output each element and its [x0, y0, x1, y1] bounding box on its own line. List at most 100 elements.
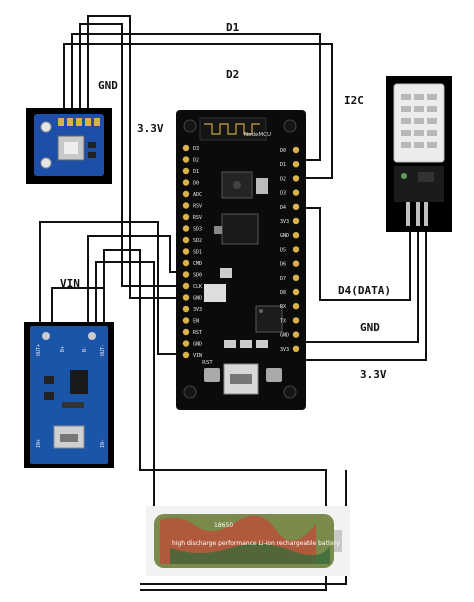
label-d4-data: D4(DATA)	[338, 284, 391, 297]
mcu-pin-label-left-13: GND	[193, 296, 202, 302]
mcu-pin-left-18	[182, 351, 190, 359]
mcu-pin-right-0	[292, 146, 300, 154]
mcu-pin-right-10	[292, 288, 300, 296]
mcu-pin-label-left-17: GND	[193, 342, 202, 348]
mcu-pin-right-3	[292, 189, 300, 196]
wire-bmp-gnd	[87, 15, 185, 299]
mcu-pin-label-left-14: 3V3	[193, 307, 202, 313]
battery: high discharge performance Li-ion rechar…	[146, 506, 350, 576]
mcu-pin-label-left-5: RSV	[193, 204, 202, 210]
wire-b-plus	[51, 287, 104, 330]
mcu-pin-right-13	[292, 331, 300, 338]
mcu-pin-right-1	[292, 161, 300, 168]
mcu-pin-left-8	[182, 236, 190, 244]
wire-dht-3v3	[302, 226, 427, 361]
mcu-pin-label-right-13: GND	[280, 333, 289, 339]
label-d1: D1	[226, 21, 240, 34]
charger-in-minus-label: IN-	[100, 439, 106, 448]
mcu-pin-label-left-12: CLK	[193, 284, 202, 290]
mcu-pin-label-right-8: D6	[280, 262, 286, 268]
mcu-pin-right-8	[292, 260, 300, 267]
mcu-pin-label-left-7: SD3	[193, 227, 202, 233]
mcu-pin-label-right-0: D0	[280, 148, 286, 154]
mcu-pin-label-right-5: 3V3	[280, 219, 289, 225]
mcu-pin-label-left-16: RST	[193, 330, 202, 336]
mcu-pin-left-6	[182, 213, 190, 221]
mcu-pin-left-10	[182, 259, 190, 267]
wire-dht-gnd	[302, 226, 419, 343]
mcu-pin-right-6	[292, 232, 300, 239]
battery-brand: 18650	[214, 522, 233, 529]
mcu-pin-left-9	[182, 248, 190, 255]
mcu-pin-label-right-7: D5	[280, 247, 286, 253]
charger-b-minus-label: B-	[82, 346, 88, 352]
wire-vin	[39, 221, 185, 355]
bmp-sensor-module	[26, 108, 112, 184]
mcu-pin-label-left-0: D3	[193, 146, 199, 152]
mcu-pin-left-2	[182, 167, 190, 175]
mcu-chip-label: NodeMCU	[244, 132, 271, 138]
wires	[39, 15, 427, 591]
mcu-pin-left-15	[182, 317, 190, 324]
mcu-pin-right-12	[292, 317, 300, 324]
mcu-pin-label-left-2: D1	[193, 169, 199, 175]
charger-module: OUT+ B+ B- OUT- IN+ IN-	[24, 322, 114, 468]
label-vin: VIN	[60, 277, 80, 290]
mcu-pin-right-9	[292, 274, 300, 281]
mcu-pin-label-left-10: CMD	[193, 261, 202, 267]
charger-in-plus-label: IN+	[36, 439, 42, 448]
label-gnd-right: GND	[360, 321, 380, 334]
mcu-pin-left-16	[182, 328, 190, 336]
mcu-pin-label-right-9: D7	[280, 276, 286, 282]
battery-label: high discharge performance Li-ion rechar…	[172, 540, 340, 547]
mcu-pin-left-4	[182, 190, 190, 198]
wire-batt-neg	[103, 249, 327, 508]
label-i2c: I2C	[344, 94, 364, 107]
mcu-pin-label-left-6: RSV	[193, 215, 202, 221]
mcu-pin-right-14	[292, 345, 300, 352]
mcu-pin-label-left-4: ADC	[193, 192, 202, 198]
mcu-pin-right-7	[292, 246, 300, 253]
mcu-pin-left-3	[182, 179, 190, 186]
mcu-pin-left-14	[182, 305, 190, 313]
mcu-pin-right-2	[292, 175, 300, 182]
mcu-pin-left-5	[182, 202, 190, 209]
mcu-pin-label-left-8: SD2	[193, 238, 202, 244]
mcu-pin-label-right-2: D2	[280, 176, 286, 182]
mcu-pin-label-right-3: D3	[280, 191, 286, 197]
mcu-pin-left-7	[182, 225, 190, 232]
charger-out-minus-label: OUT-	[100, 344, 106, 356]
label-3v3-right: 3.3V	[360, 368, 387, 381]
mcu-pin-label-right-1: D1	[280, 162, 286, 168]
mcu-pin-left-12	[182, 282, 190, 290]
label-gnd-top: GND	[98, 79, 118, 92]
nodemcu-board: NodeMCU RST D3D2D1D0ADCRSVRSVSD3SD2SD1CM…	[176, 110, 306, 410]
mcu-pin-right-4	[292, 203, 300, 210]
mcu-pin-label-right-10: D8	[280, 290, 286, 296]
mcu-pin-label-left-18: VIN	[193, 353, 202, 359]
mcu-pin-label-left-1: D2	[193, 158, 199, 164]
dht-sensor	[386, 76, 452, 232]
mcu-pin-right-11	[292, 303, 300, 310]
wire-batt-pos	[95, 261, 155, 508]
mcu-pin-label-left-11: SD0	[193, 273, 202, 279]
label-d2: D2	[226, 68, 239, 81]
mcu-pin-label-right-12: TX	[280, 318, 286, 324]
mcu-pin-label-left-15: EN	[193, 319, 199, 325]
mcu-pin-label-right-11: RX	[280, 304, 286, 310]
mcu-pin-left-17	[182, 340, 190, 347]
wire-bmp-3v3	[79, 23, 185, 287]
mcu-pin-label-right-4: D4	[280, 205, 286, 211]
mcu-pin-right-5	[292, 217, 300, 225]
mcu-pin-label-left-9: SD1	[193, 250, 202, 256]
mcu-pin-left-0	[182, 144, 190, 152]
rst-label: RST	[202, 360, 213, 366]
mcu-pin-label-left-3: D0	[193, 181, 199, 187]
wire-d1-scl	[71, 33, 321, 161]
mcu-pin-label-right-14: 3V3	[280, 347, 289, 353]
mcu-pin-left-11	[182, 271, 190, 278]
charger-out-plus-label: OUT+	[36, 344, 42, 356]
mcu-pin-left-1	[182, 156, 190, 163]
